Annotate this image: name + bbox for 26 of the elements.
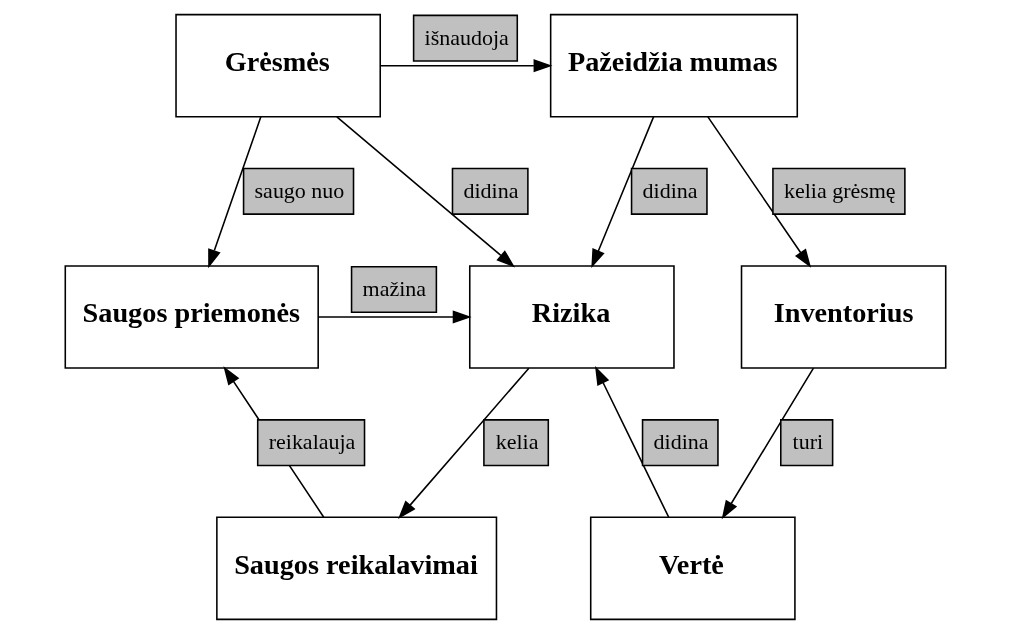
edge-label: didina: [653, 429, 708, 455]
edge-label: mažina: [362, 276, 426, 302]
edge-label: reikalauja: [268, 429, 355, 455]
arrow: [594, 366, 669, 518]
node-box: Grėsmės: [174, 13, 381, 118]
arrow: [721, 367, 814, 520]
node-box: Vertė: [589, 516, 796, 621]
node-box: Pažeidžia mumas: [549, 13, 798, 118]
edge-label: didina: [642, 177, 698, 203]
arrow: [335, 116, 515, 268]
node-box: Saugos reikalavimai: [215, 516, 497, 621]
arrow: [207, 116, 262, 269]
node-box: Rizika: [468, 265, 675, 369]
edge-label: didina: [462, 177, 518, 203]
arrow: [706, 116, 811, 268]
node-box: Saugos priemonės: [64, 265, 319, 369]
edge-label: saugo nuo: [254, 177, 344, 203]
edge-label: turi: [792, 429, 823, 455]
edge-label: kelia grėsmę: [783, 177, 896, 203]
arrow: [397, 367, 530, 519]
node-box: Inventorius: [740, 265, 946, 369]
arrow: [379, 59, 552, 73]
edge-label: išnaudoja: [424, 24, 509, 50]
arrow: [590, 116, 654, 269]
edge-label: kelia: [495, 429, 538, 455]
arrow: [317, 310, 472, 324]
